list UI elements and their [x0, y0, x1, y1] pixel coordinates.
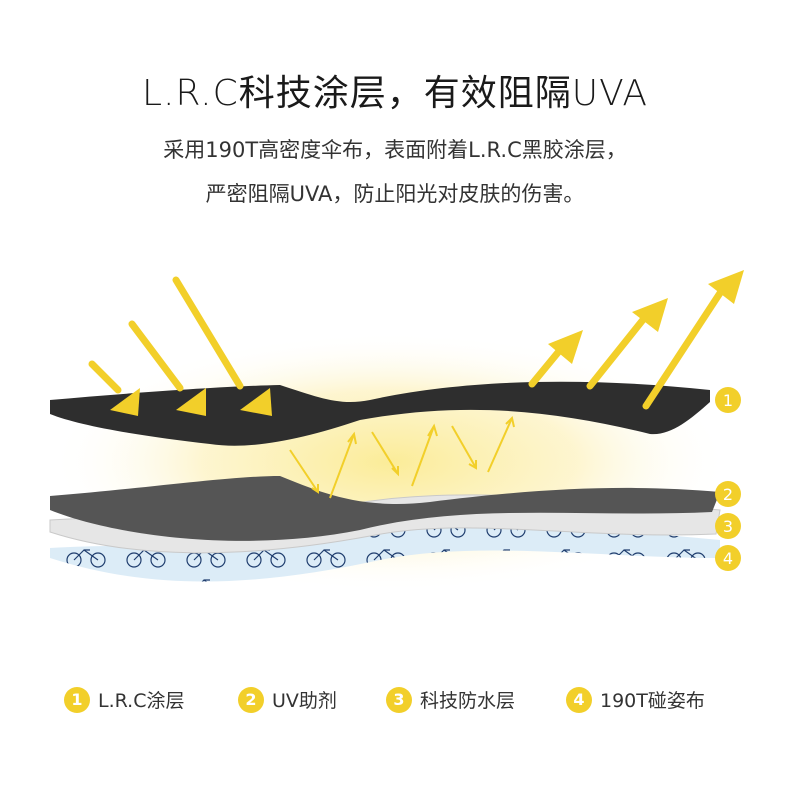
- layer-diagram: 1 2 3 4: [49, 270, 744, 592]
- legend-badge-4: 4: [566, 686, 592, 713]
- subtitle-line-2: 严密阻隔UVA，防止阳光对皮肤的伤害。: [205, 182, 585, 206]
- legend-item-1: 1 L.R.C涂层: [64, 686, 184, 713]
- incoming-uv-arrows: [88, 276, 272, 416]
- outgoing-uv-arrows: [528, 270, 744, 410]
- layer-1-coating: [50, 381, 710, 446]
- layer-2-uv-agent: [50, 476, 720, 541]
- svg-text:4: 4: [723, 549, 733, 568]
- legend: 1 L.R.C涂层 2 UV助剂 3 科技防水层 4 190T碰姿布: [0, 686, 790, 722]
- svg-text:3: 3: [723, 517, 733, 536]
- legend-item-2: 2 UV助剂: [238, 686, 337, 713]
- layer-badge-3: 3: [715, 513, 741, 539]
- legend-badge-2: 2: [238, 686, 264, 713]
- legend-label-4: 190T碰姿布: [600, 690, 705, 712]
- page-title: L.R.C科技涂层，有效阻隔UVA: [141, 73, 649, 114]
- legend-item-4: 4 190T碰姿布: [566, 686, 705, 713]
- legend-label-2: UV助剂: [272, 690, 337, 712]
- svg-text:1: 1: [723, 391, 733, 410]
- legend-badge-3: 3: [386, 686, 412, 713]
- layer-badge-2: 2: [715, 481, 741, 507]
- layer-4-fabric: [50, 525, 720, 582]
- legend-badge-1: 1: [64, 686, 90, 713]
- subtitle-line-1: 采用190T高密度伞布，表面附着L.R.C黑胶涂层，: [163, 138, 627, 162]
- legend-label-3: 科技防水层: [420, 690, 516, 712]
- reflected-uv-arrows: [289, 416, 515, 499]
- layer-badge-4: 4: [715, 545, 741, 571]
- layer-badge-1: 1: [715, 387, 741, 413]
- legend-label-1: L.R.C涂层: [98, 690, 185, 712]
- svg-text:2: 2: [723, 485, 733, 504]
- legend-item-3: 3 科技防水层: [386, 686, 515, 713]
